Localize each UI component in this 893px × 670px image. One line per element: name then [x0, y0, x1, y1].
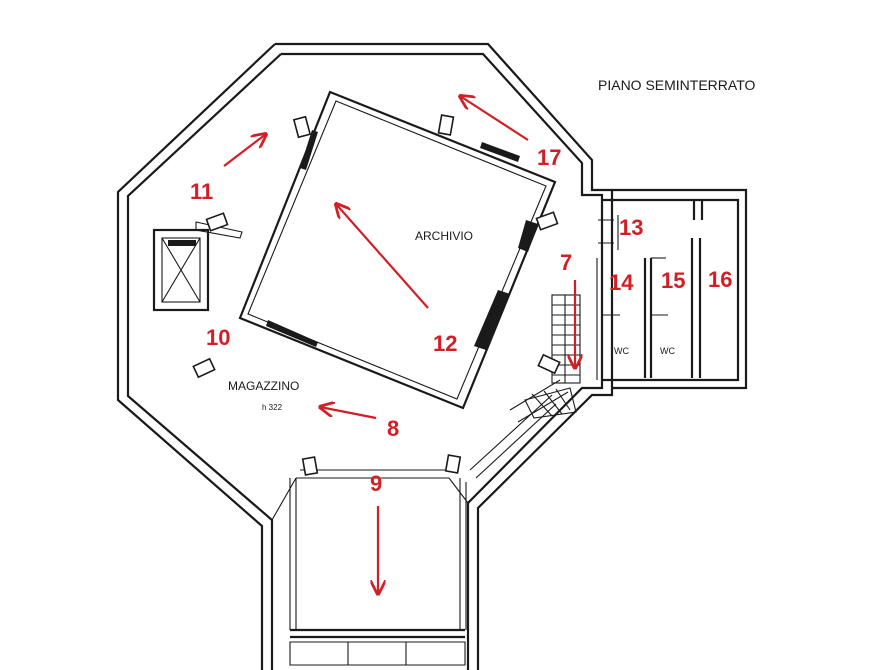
- arrow-17: [460, 96, 529, 141]
- arrow-12: [336, 204, 429, 309]
- camera-icon: [444, 454, 462, 474]
- camera-icon: [205, 212, 229, 232]
- archive-label: ARCHIVIO: [415, 229, 473, 243]
- view-markers: 7 8 9 10 11 12 13 14 15 16 17: [190, 145, 732, 496]
- height-note: h 322: [262, 403, 283, 412]
- entrance-corridor: [271, 469, 469, 666]
- floor-title: PIANO SEMINTERRATO: [598, 77, 756, 93]
- camera-icon: [437, 114, 455, 136]
- staircase: [509, 294, 581, 423]
- cameras: [192, 114, 561, 476]
- wc-left-label: WC: [614, 346, 629, 356]
- camera-icon: [301, 456, 319, 476]
- arrow-8: [320, 407, 377, 420]
- outer-wall: [116, 42, 614, 670]
- marker-10: 10: [206, 325, 230, 350]
- marker-16: 16: [708, 267, 732, 292]
- marker-9: 9: [370, 471, 382, 496]
- storage-label: MAGAZZINO: [228, 379, 299, 393]
- arrow-11: [223, 134, 266, 167]
- marker-11: 11: [190, 179, 213, 204]
- service-annex: WC WC: [596, 188, 748, 390]
- marker-8: 8: [387, 416, 399, 441]
- archive-room: ARCHIVIO: [238, 90, 557, 410]
- marker-17: 17: [537, 145, 561, 170]
- marker-12: 12: [433, 331, 457, 356]
- marker-14: 14: [609, 270, 634, 295]
- inner-diagonal-wall: [469, 394, 557, 479]
- wc-right-label: WC: [660, 346, 675, 356]
- marker-7: 7: [560, 250, 572, 275]
- camera-icon: [292, 115, 312, 139]
- marker-15: 15: [661, 268, 685, 293]
- camera-icon: [192, 357, 216, 379]
- lift-shaft: [152, 221, 243, 312]
- marker-13: 13: [619, 215, 643, 240]
- camera-icon: [535, 211, 559, 231]
- view-arrows: [223, 96, 575, 594]
- camera-icon: [537, 353, 561, 375]
